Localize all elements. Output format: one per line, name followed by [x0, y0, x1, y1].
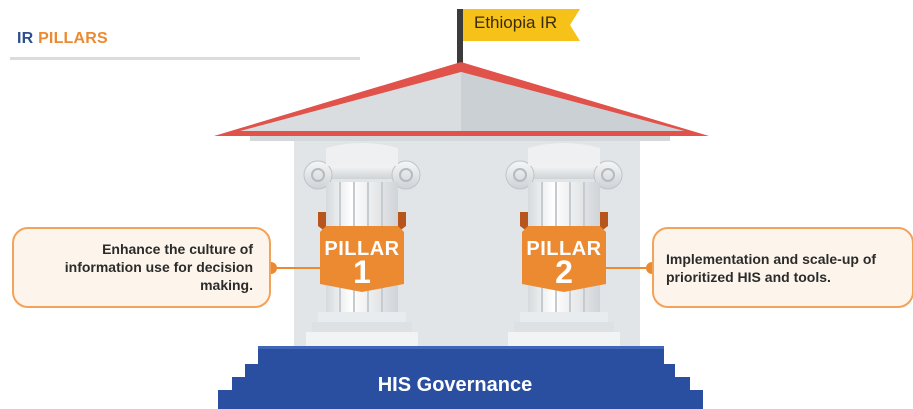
pillar-2-callout: Implementation and scale-up of prioritiz… [652, 227, 913, 308]
pillar-1-banner [318, 212, 406, 292]
heading-ir: IR [17, 30, 34, 47]
flagpole [457, 9, 463, 69]
flag-label: Ethiopia IR [474, 13, 558, 32]
pillar-1-number: 1 [353, 254, 371, 290]
section-heading: IR PILLARS [17, 30, 108, 48]
heading-divider [10, 57, 360, 60]
pillar-1-callout: Enhance the culture of information use f… [12, 227, 271, 308]
flag-banner [463, 9, 580, 41]
pillar-2-number: 2 [555, 254, 573, 290]
heading-pillars: PILLARS [38, 30, 108, 47]
base-steps [218, 346, 703, 409]
pillar-2-word: PILLAR [526, 238, 602, 260]
pillar-1-description: Enhance the culture of information use f… [64, 241, 253, 293]
pillar-2-description: Implementation and scale-up of prioritiz… [666, 251, 877, 285]
pillar-1-word: PILLAR [324, 238, 400, 260]
base-label: HIS Governance [377, 374, 533, 396]
steps-highlight [258, 346, 664, 349]
roof-shade [461, 72, 684, 131]
pillar-2-banner [520, 212, 608, 292]
